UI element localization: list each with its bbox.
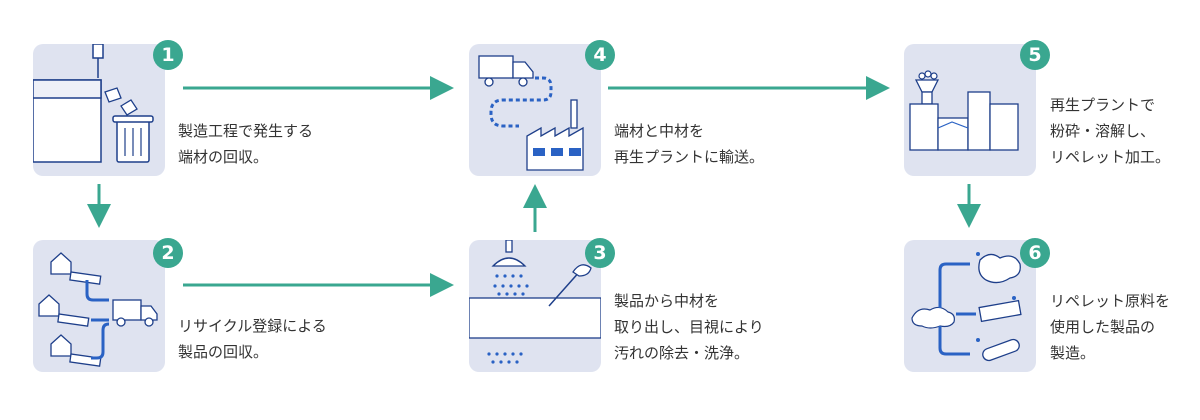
transport-to-plant-illustration xyxy=(478,55,584,171)
step-6-badge: 6 xyxy=(1020,238,1050,268)
products-illustration xyxy=(911,252,1022,362)
factory-scrap-illustration xyxy=(33,44,154,163)
step-3-badge: 3 xyxy=(585,238,615,268)
step-5-card xyxy=(904,44,1036,176)
step-6-text: リペレット原料を 使用した製品の 製造。 xyxy=(1050,292,1171,362)
step-5-badge: 5 xyxy=(1020,40,1050,70)
step-1-card xyxy=(33,44,165,176)
step-4-text: 端材と中材を 再生プラントに輸送。 xyxy=(614,122,765,166)
step-2-card xyxy=(33,240,165,372)
step-2-badge: 2 xyxy=(153,238,183,268)
step-1-text: 製造工程で発生する 端材の回収。 xyxy=(178,122,314,166)
step-3-card xyxy=(469,240,601,372)
step-5-text: 再生プラントで 粉砕・溶解し、 リペレット加工。 xyxy=(1050,96,1171,166)
recycling-plant-illustration xyxy=(909,70,1019,151)
step-3-text: 製品から中材を 取り出し、目視により 汚れの除去・洗浄。 xyxy=(614,292,764,362)
houses-truck-illustration xyxy=(38,252,158,367)
step-4-badge: 4 xyxy=(585,40,615,70)
washing-illustration xyxy=(469,240,601,364)
step-4-card xyxy=(469,44,601,176)
step-1-badge: 1 xyxy=(153,40,183,70)
step-2-text: リサイクル登録による 製品の回収。 xyxy=(178,317,327,361)
step-6-card xyxy=(904,240,1036,372)
